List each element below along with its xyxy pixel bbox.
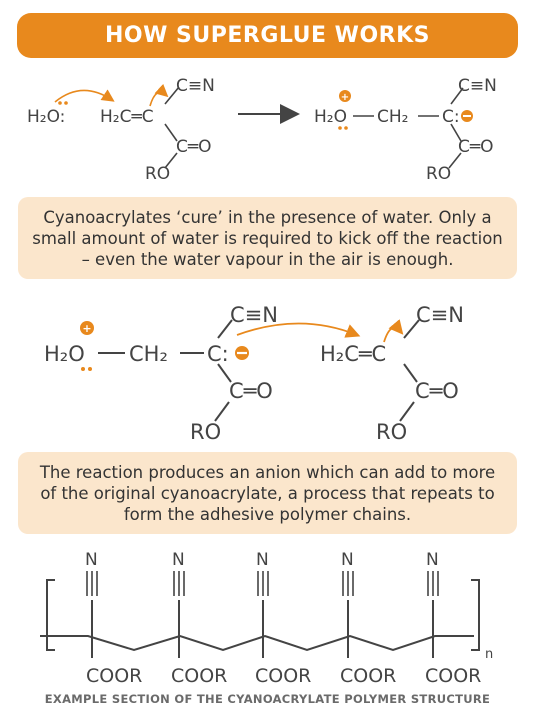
- svg-text:COOR: COOR: [255, 665, 311, 687]
- explanation-box-anion: The reaction produces an anion which can…: [18, 452, 517, 534]
- svg-text:C≡N: C≡N: [416, 303, 464, 327]
- svg-text:RO: RO: [190, 420, 221, 444]
- electron-arrow: [236, 322, 361, 338]
- svg-text:+: +: [341, 92, 349, 103]
- svg-text:COOR: COOR: [86, 665, 142, 687]
- svg-text:N: N: [172, 550, 185, 570]
- left-bracket: [46, 579, 55, 651]
- page-title: HOW SUPERGLUE WORKS: [105, 23, 430, 48]
- explanation-text: The reaction produces an anion which can…: [39, 462, 496, 524]
- lone-pair-dot: [64, 101, 68, 105]
- svg-text:COOR: COOR: [171, 665, 227, 687]
- polymer-unit: N COOR: [340, 550, 396, 687]
- polymer-caption: EXAMPLE SECTION OF THE CYANOACRYLATE POL…: [44, 692, 491, 706]
- svg-text:C:: C:: [207, 342, 229, 366]
- svg-text:N: N: [85, 550, 98, 570]
- svg-text:C≡N: C≡N: [458, 76, 497, 96]
- ester-ro: RO: [145, 164, 170, 184]
- explanation-box-water: Cyanoacrylates ‘cure’ in the presence of…: [18, 197, 517, 279]
- svg-text:C═O: C═O: [229, 379, 273, 403]
- carbanion-group: C:: [442, 107, 460, 127]
- electron-arrow: [383, 319, 404, 343]
- positive-charge-icon: [80, 321, 94, 335]
- svg-text:C≡N: C≡N: [230, 303, 278, 327]
- svg-text:CH₂: CH₂: [129, 342, 168, 366]
- electron-arrow: [54, 89, 115, 103]
- reaction1-reactants: H₂O: H₂C═C C≡N C═O RO: [27, 76, 215, 184]
- svg-text:N: N: [256, 550, 269, 570]
- svg-text:COOR: COOR: [340, 665, 396, 687]
- svg-text:N: N: [426, 550, 439, 570]
- positive-charge-icon: [339, 90, 351, 102]
- nitrile-group: C≡N: [176, 76, 215, 96]
- carbonyl-group: C═O: [176, 137, 212, 157]
- svg-text:+: +: [82, 322, 91, 335]
- right-bracket: [471, 579, 480, 651]
- polymer-backbone: [40, 634, 474, 652]
- methylene-group: CH₂: [377, 107, 408, 127]
- svg-text:H₂C═C: H₂C═C: [320, 342, 386, 366]
- svg-text:N: N: [341, 550, 354, 570]
- polymer-unit: N COOR: [171, 550, 227, 687]
- lone-pair-dot: [58, 101, 62, 105]
- reaction2-anion: + H₂O CH₂ C: C≡N C═O RO: [44, 303, 361, 444]
- alkene-group: H₂C═C: [100, 107, 154, 127]
- reaction2-monomer: H₂C═C C≡N C═O RO: [320, 303, 464, 444]
- svg-text:RO: RO: [376, 420, 407, 444]
- svg-text:RO: RO: [426, 164, 451, 184]
- title-banner: HOW SUPERGLUE WORKS: [17, 13, 518, 58]
- electron-arrow: [149, 83, 169, 107]
- explanation-text: Cyanoacrylates ‘cure’ in the presence of…: [32, 207, 503, 269]
- polymer-unit: N COOR: [85, 550, 142, 687]
- polymer-unit: N COOR: [425, 550, 481, 687]
- oxonium-group: H₂O: [314, 107, 347, 127]
- svg-text:C═O: C═O: [458, 137, 494, 157]
- water-molecule: H₂O:: [27, 107, 65, 127]
- repeat-subscript: n: [485, 647, 493, 662]
- polymer-unit: N COOR: [255, 550, 311, 687]
- polymer-structure: n N COOR N COOR N COOR N: [40, 550, 493, 687]
- svg-text:H₂O: H₂O: [44, 342, 85, 366]
- svg-text:COOR: COOR: [425, 665, 481, 687]
- svg-text:C═O: C═O: [415, 379, 459, 403]
- reaction1-product: + H₂O CH₂ C: C≡N C═O RO: [314, 76, 497, 184]
